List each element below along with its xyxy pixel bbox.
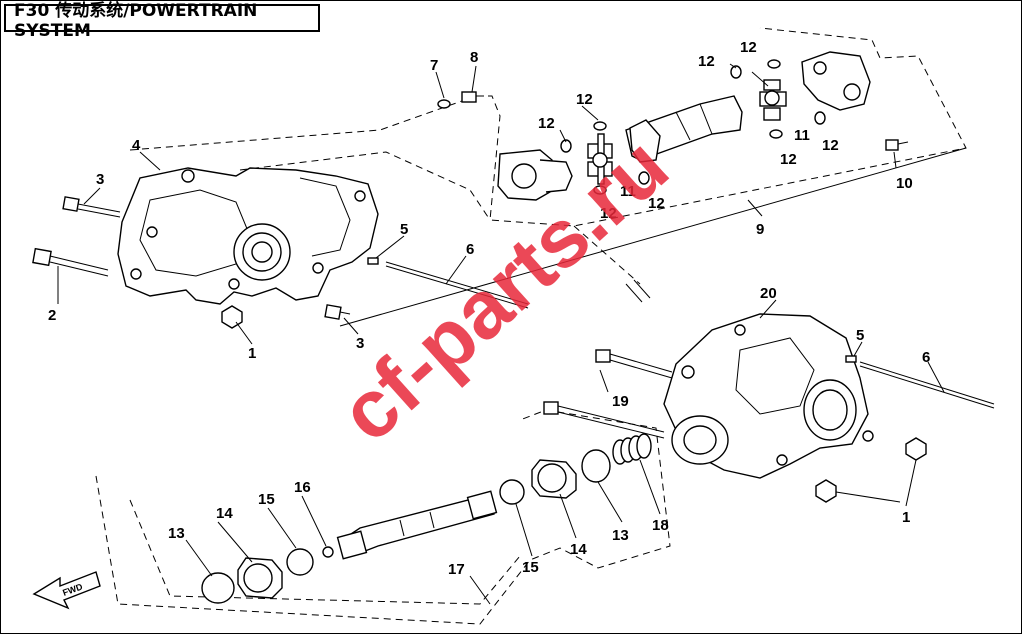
callout-1-rear: 1: [902, 509, 910, 526]
callout-12-d: 12: [648, 195, 665, 212]
callout-labels: 3 2 1 4 3 5 6 7 8 12 12 11 12 12 12 12 1…: [48, 39, 930, 578]
washer-7: [437, 99, 451, 109]
callout-12-b: 12: [576, 91, 593, 108]
drive-shaft-tube: [625, 95, 743, 163]
callout-16: 16: [294, 479, 311, 496]
fwd-arrow: FWD: [32, 571, 101, 610]
callout-15-left: 15: [258, 491, 275, 508]
callout-12-f: 12: [740, 39, 757, 56]
callout-20: 20: [760, 285, 777, 302]
callout-11-front: 11: [620, 183, 636, 200]
nut-1-left: [221, 305, 243, 329]
group-outline-4b: [239, 151, 491, 221]
group-outline-17: [95, 409, 671, 625]
plug-16: [322, 546, 334, 558]
rod-6-front: [385, 261, 529, 309]
callout-12-a: 12: [538, 115, 555, 132]
rod-6-rear: [859, 361, 995, 409]
pin-5-rear: [845, 355, 857, 363]
nut-1-rear-b: [815, 479, 837, 503]
callout-3-lower: 3: [356, 335, 364, 352]
front-gearcase: [117, 167, 379, 305]
callout-8: 8: [470, 49, 478, 66]
bolt-2-long: [32, 247, 109, 277]
clip-12-g: [769, 129, 783, 139]
divider-line: [339, 147, 967, 327]
bolt-19-upper: [595, 349, 673, 379]
clip-12-b: [593, 121, 607, 131]
callout-4: 4: [132, 137, 141, 154]
bolt-3-upper: [62, 196, 121, 218]
callout-5-front: 5: [400, 221, 408, 238]
callout-6-rear: 6: [922, 349, 930, 366]
callout-5-rear: 5: [856, 327, 864, 344]
callout-12-h: 12: [822, 137, 839, 154]
pin-5-front: [367, 257, 379, 265]
clip-12-a: [560, 139, 572, 153]
callout-19: 19: [612, 393, 629, 410]
rear-gearcase: [663, 313, 874, 479]
break-mark-b: [633, 279, 651, 299]
input-shaft: [336, 490, 498, 560]
callout-10: 10: [896, 175, 913, 192]
bolt-8: [461, 91, 484, 103]
callout-6-front: 6: [466, 241, 474, 258]
callout-9: 9: [756, 221, 764, 238]
spring-18: [612, 433, 652, 465]
clip-12-c: [593, 185, 607, 195]
ring-15-left: [286, 548, 314, 576]
flange-yoke-front: [497, 149, 573, 201]
seal-13-left: [201, 572, 235, 604]
group-outline-9: [476, 27, 967, 227]
bolt-19-lower: [543, 401, 665, 439]
callout-1-left: 1: [248, 345, 256, 362]
callout-17: 17: [448, 561, 465, 578]
callout-12-c: 12: [600, 205, 617, 222]
bearing-14-left: [237, 557, 283, 599]
callout-11-rear: 11: [794, 127, 810, 144]
callout-13-right: 13: [612, 527, 629, 544]
clip-12-d: [638, 171, 650, 185]
bolt-3-lower: [324, 304, 351, 320]
clip-12-e: [730, 65, 742, 79]
clip-12-h: [814, 111, 826, 125]
bolt-10: [885, 139, 909, 151]
clip-12-f: [767, 59, 781, 69]
seal-13-right: [581, 449, 611, 483]
watermark-text: cf-parts.ru: [323, 120, 685, 459]
callout-7: 7: [430, 57, 438, 74]
flange-yoke-rear: [801, 51, 871, 111]
nut-1-rear-a: [905, 437, 927, 461]
callout-14-left: 14: [216, 505, 233, 522]
callout-15-right: 15: [522, 559, 539, 576]
break-mark-a: [625, 283, 643, 303]
callout-12-g: 12: [780, 151, 797, 168]
leader-lines: [57, 63, 945, 605]
callout-18: 18: [652, 517, 669, 534]
callout-12-e: 12: [698, 53, 715, 70]
separator-dash: [573, 225, 641, 285]
group-outline-17b: [129, 499, 521, 605]
ring-15-right: [499, 479, 525, 505]
callout-14-right: 14: [570, 541, 587, 558]
callout-3-upper: 3: [96, 171, 104, 188]
bearing-14-right: [531, 459, 577, 499]
callout-13-left: 13: [168, 525, 185, 542]
callout-2: 2: [48, 307, 56, 324]
u-joint-front: [587, 133, 613, 185]
u-joint-rear: [759, 79, 787, 121]
